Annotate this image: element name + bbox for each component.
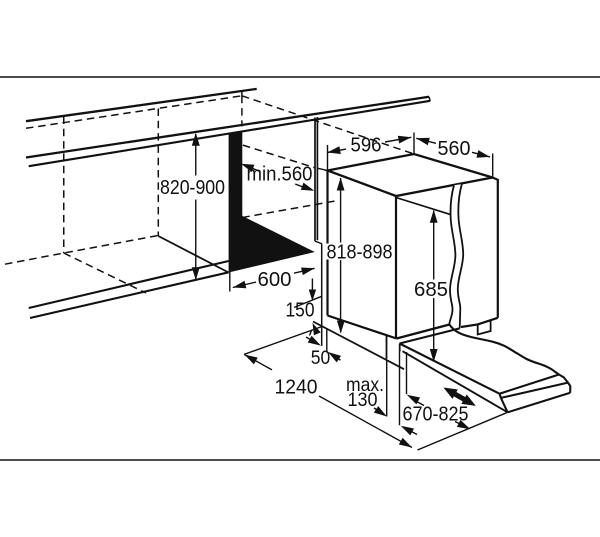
svg-text:150: 150	[286, 300, 315, 322]
svg-text:685: 685	[414, 279, 448, 301]
svg-text:560: 560	[438, 138, 471, 160]
svg-text:min.560: min.560	[247, 164, 313, 186]
svg-text:818-898: 818-898	[327, 241, 393, 263]
svg-text:596: 596	[351, 135, 382, 157]
svg-text:600: 600	[258, 269, 292, 291]
svg-text:130: 130	[348, 389, 378, 411]
svg-text:1240: 1240	[275, 377, 318, 399]
svg-text:max.: max.	[346, 374, 384, 396]
svg-text:670-825: 670-825	[403, 403, 469, 425]
svg-text:50: 50	[311, 348, 331, 369]
svg-text:820-900: 820-900	[160, 177, 225, 199]
